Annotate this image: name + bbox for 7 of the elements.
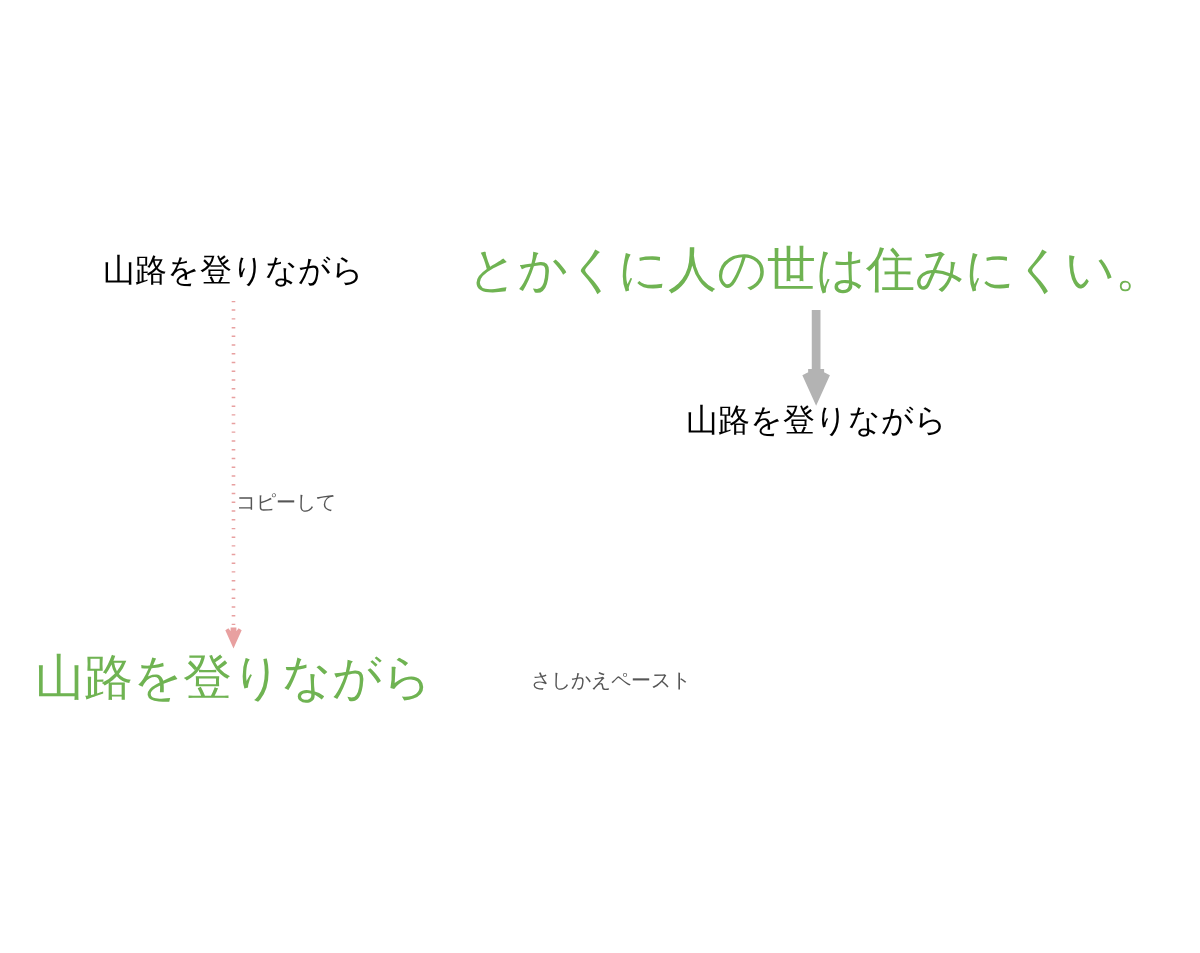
label: さしかえペースト: [531, 667, 692, 692]
arrow: [225, 300, 242, 646]
node-text: 山路を登りながら: [685, 400, 947, 439]
node-text: 山路を登りながら: [35, 649, 432, 705]
edge-label: コピーして: [235, 489, 336, 514]
node-text: 山路を登りながら: [103, 250, 364, 289]
node-text: とかくに人の世は住みにくい。: [468, 241, 1165, 296]
